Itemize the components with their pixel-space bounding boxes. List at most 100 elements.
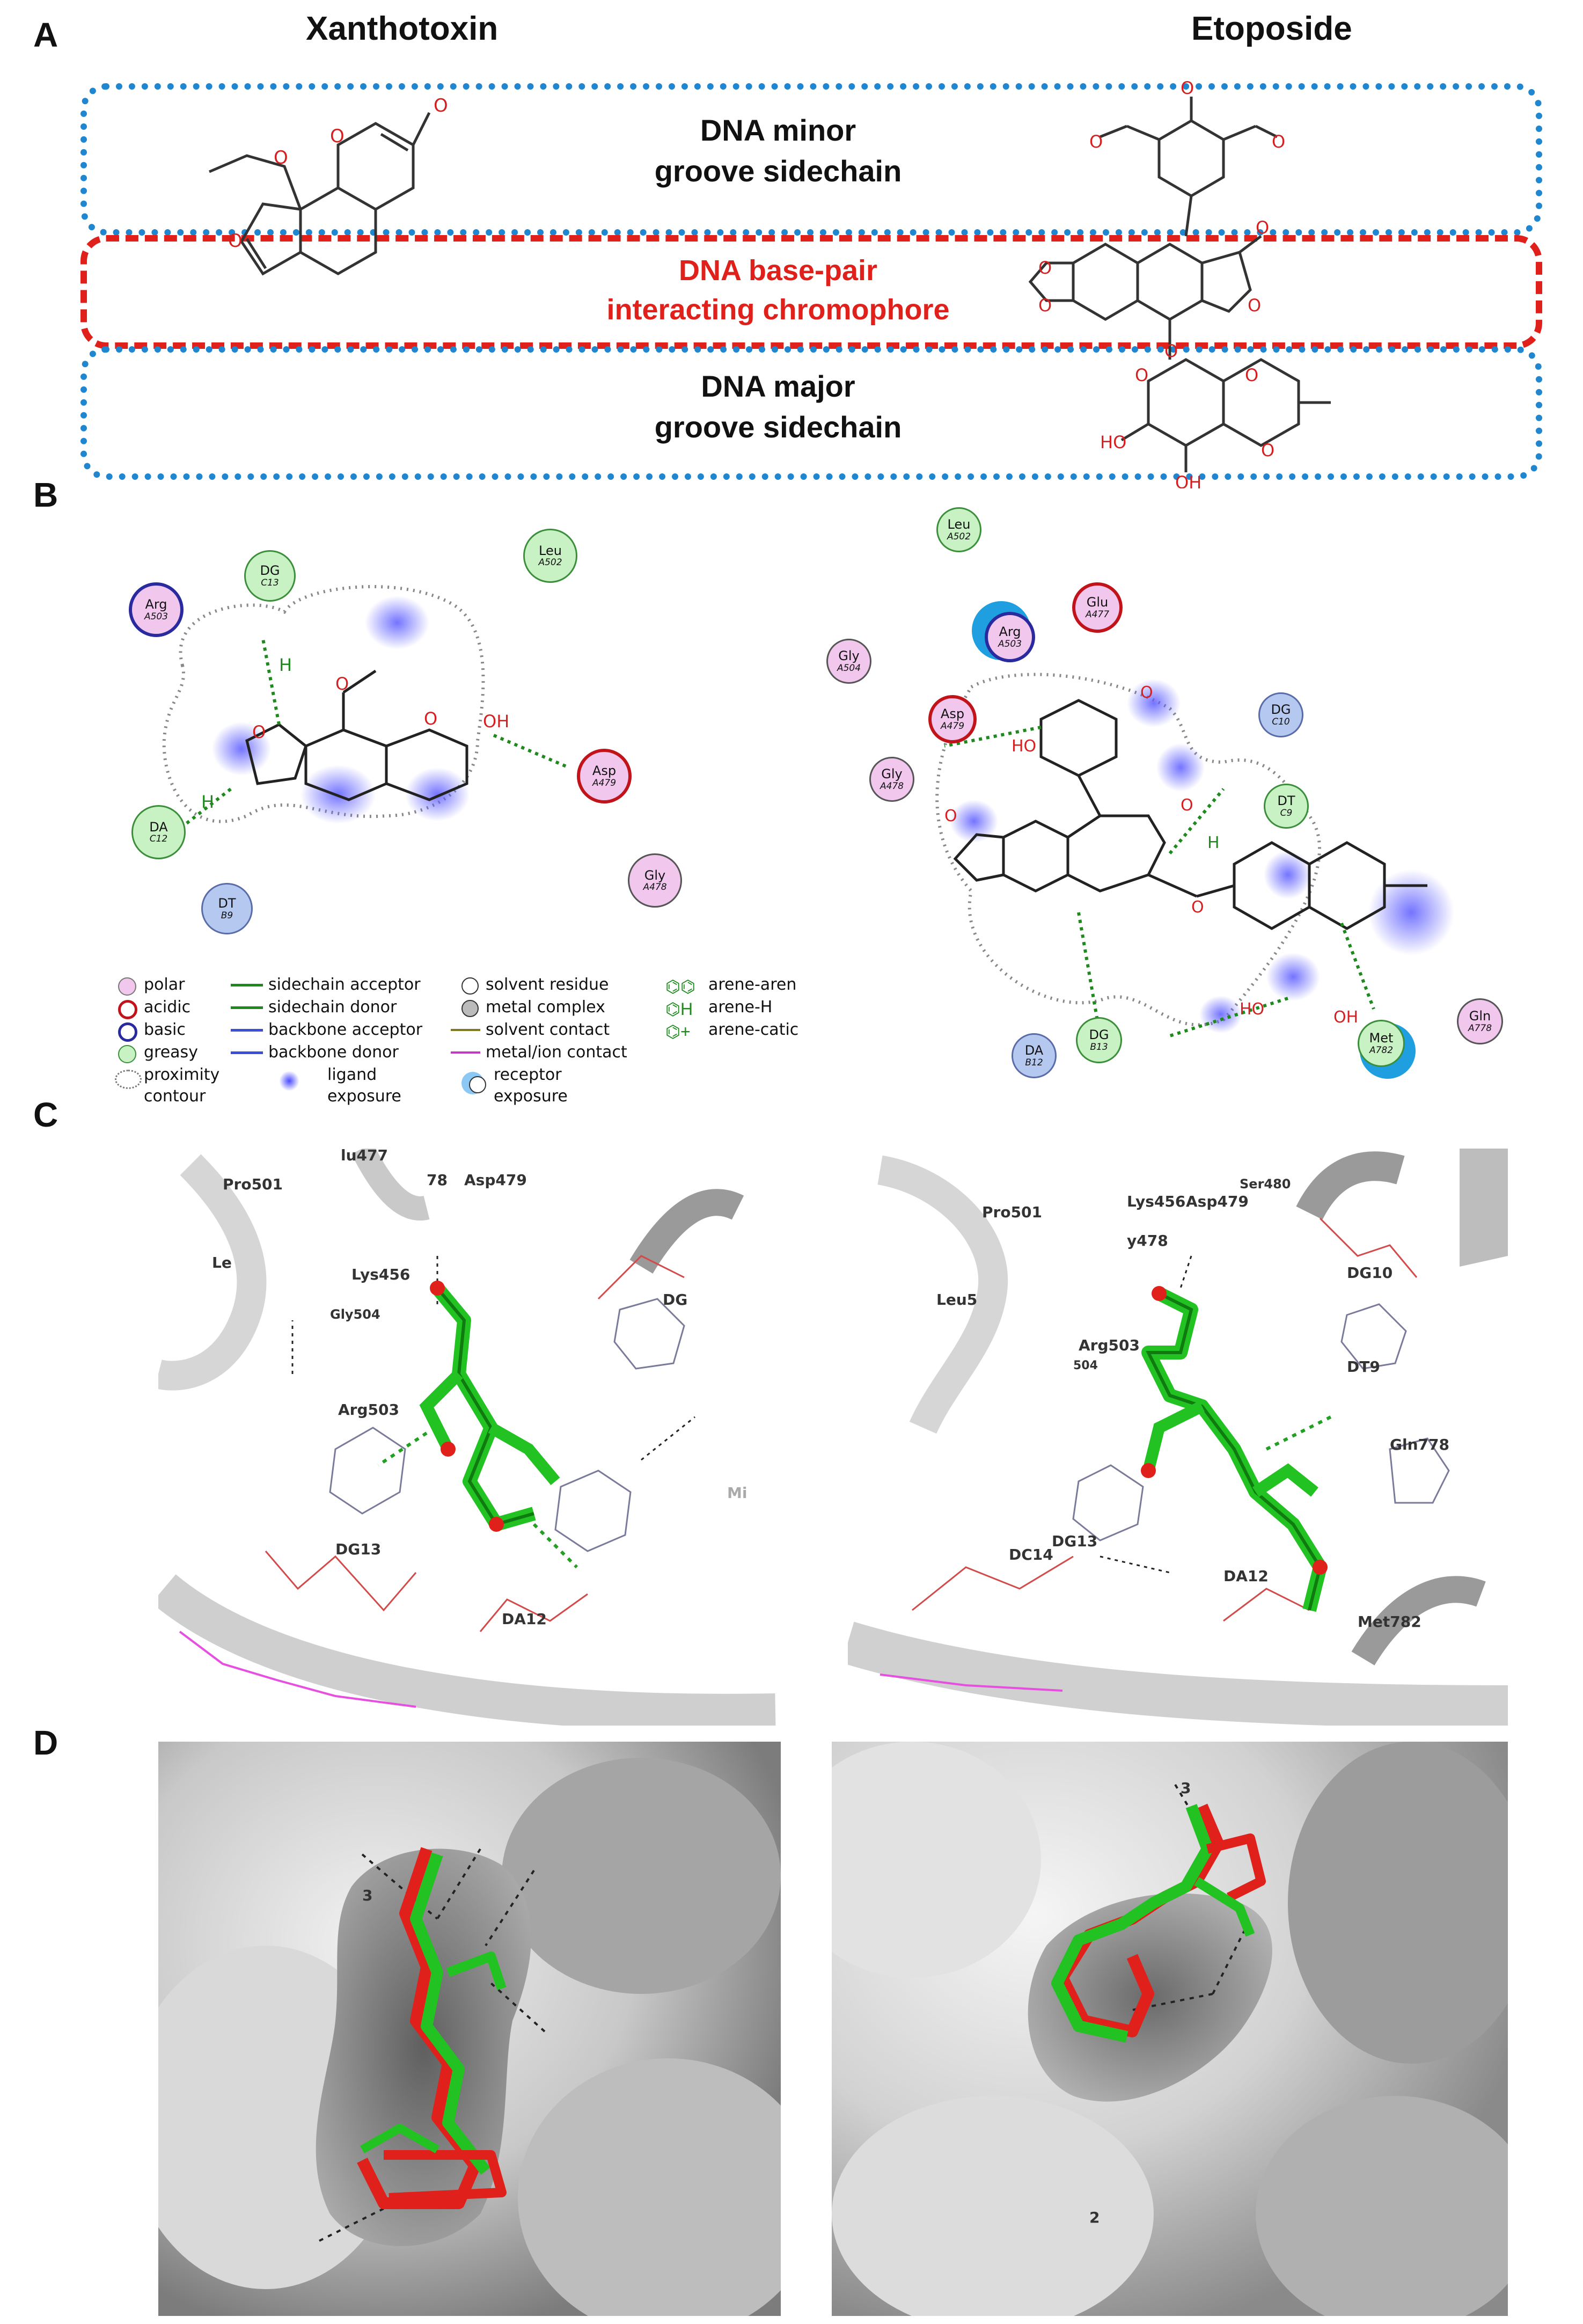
panel-letter-a: A xyxy=(33,16,58,54)
legend-ligand-exposure: exposure xyxy=(327,1087,401,1106)
xanthotoxin-structure: O O O O xyxy=(209,95,448,276)
atom-h-1: H xyxy=(279,655,292,675)
xanthotoxin-title: Xanthotoxin xyxy=(306,10,499,47)
svg-text:O: O xyxy=(1089,131,1103,152)
panel-c-right-render: Ser480 Pro501 Lys456 Asp479 y478 DG10 Le… xyxy=(848,1149,1508,1726)
legend-metal-complex: metal complex xyxy=(486,998,605,1017)
panel-letter-d: D xyxy=(33,1723,58,1762)
atom-o-2: O xyxy=(335,674,349,694)
legend-sidechain-acceptor-swatch xyxy=(231,984,263,986)
label-504: 504 xyxy=(1073,1359,1098,1372)
legend-contour: contour xyxy=(144,1087,206,1106)
label-y478: y478 xyxy=(1127,1232,1168,1249)
legend-backbone-acceptor-swatch xyxy=(231,1029,263,1032)
legend-ligand: ligand xyxy=(327,1065,377,1084)
major-groove-region xyxy=(80,346,1542,480)
label-arg503-right: Arg503 xyxy=(1079,1336,1140,1354)
legend-metal-ion-contact: metal/ion contact xyxy=(486,1043,627,1062)
legend-proximity: proximity xyxy=(144,1065,220,1084)
legend-solvent-residue-swatch xyxy=(461,977,479,995)
legend-backbone-donor-swatch xyxy=(231,1051,263,1054)
label-da12: DA12 xyxy=(502,1610,547,1628)
label-d-right-2: 2 xyxy=(1089,2209,1100,2226)
label-lu477: lu477 xyxy=(341,1149,388,1164)
label-pro501-right: Pro501 xyxy=(982,1203,1043,1221)
label-d-right-3: 3 xyxy=(1181,1779,1191,1797)
label-dt9: DT9 xyxy=(1347,1358,1380,1376)
atom-o-3: O xyxy=(424,708,437,729)
label-le: Le xyxy=(212,1254,232,1271)
label-lys456: Lys456 xyxy=(351,1266,411,1283)
legend-arene-arene: arene-aren xyxy=(708,975,797,994)
svg-text:O: O xyxy=(1256,217,1269,238)
legend-arene-cation: arene-catic xyxy=(708,1020,799,1039)
etoposide-atom-o-3: O xyxy=(1181,796,1193,815)
label-asp479-right: Asp479 xyxy=(1186,1193,1249,1210)
label-dg13-right: DG13 xyxy=(1052,1532,1098,1550)
svg-text:O: O xyxy=(1248,295,1261,316)
panel-d-right-surface: 3 2 xyxy=(832,1742,1508,2316)
atom-o-1: O xyxy=(252,722,266,742)
svg-text:O: O xyxy=(228,230,243,252)
etoposide-atom-ho-2: HO xyxy=(1240,1000,1264,1019)
legend-sidechain-acceptor: sidechain acceptor xyxy=(268,975,421,994)
label-gln778: Gln778 xyxy=(1390,1436,1449,1453)
legend-greasy: greasy xyxy=(144,1043,198,1062)
minor-groove-region xyxy=(80,83,1542,236)
panel-c-left-render: Pro501 lu477 78 Asp479 Le Lys456 Gly504 … xyxy=(158,1149,781,1726)
svg-text:O: O xyxy=(1272,131,1285,152)
label-arg503: Arg503 xyxy=(338,1401,399,1419)
label-dc14: DC14 xyxy=(1009,1546,1053,1563)
svg-text:O: O xyxy=(1038,258,1052,278)
label-gly504: Gly504 xyxy=(330,1307,380,1322)
legend-backbone-acceptor: backbone acceptor xyxy=(268,1020,423,1039)
legend-solvent-contact: solvent contact xyxy=(486,1020,610,1039)
svg-text:O: O xyxy=(1135,365,1148,385)
legend-acidic: acidic xyxy=(144,998,191,1017)
svg-text:O: O xyxy=(330,126,345,147)
legend-metal-ion-contact-swatch xyxy=(451,1051,480,1054)
legend-arene-h: arene-H xyxy=(708,998,773,1017)
label-dg13: DG13 xyxy=(335,1540,382,1558)
label-mi: Mi xyxy=(727,1484,747,1502)
legend-solvent-residue: solvent residue xyxy=(486,975,609,994)
legend-receptor: receptor xyxy=(494,1065,562,1084)
legend-proximity-swatch xyxy=(115,1070,142,1089)
atom-oh: OH xyxy=(483,711,509,732)
etoposide-atom-o-1: O xyxy=(1140,683,1153,702)
etoposide-title: Etoposide xyxy=(1191,10,1352,47)
legend-arene-arene-icon: ⌬⌬ xyxy=(665,977,695,996)
interaction-legend: polar acidic basic greasy proximity cont… xyxy=(107,974,816,1130)
label-d-left-3: 3 xyxy=(362,1887,373,1904)
legend-metal-complex-swatch xyxy=(461,1000,479,1017)
legend-basic-swatch xyxy=(118,1022,137,1042)
label-da12-right: DA12 xyxy=(1223,1567,1269,1585)
legend-basic: basic xyxy=(144,1020,186,1039)
svg-text:O: O xyxy=(1245,365,1258,385)
svg-text:O: O xyxy=(434,95,448,116)
legend-solvent-contact-swatch xyxy=(451,1029,480,1031)
legend-sidechain-donor-swatch xyxy=(231,1006,263,1009)
etoposide-atom-h: H xyxy=(1207,834,1220,852)
panel-d-left-surface: 3 xyxy=(158,1742,781,2316)
panel-letter-c: C xyxy=(33,1095,58,1134)
xanthotoxin-interaction-map: O O O OH H H xyxy=(162,585,570,828)
etoposide-atom-o-4: O xyxy=(1191,898,1204,917)
